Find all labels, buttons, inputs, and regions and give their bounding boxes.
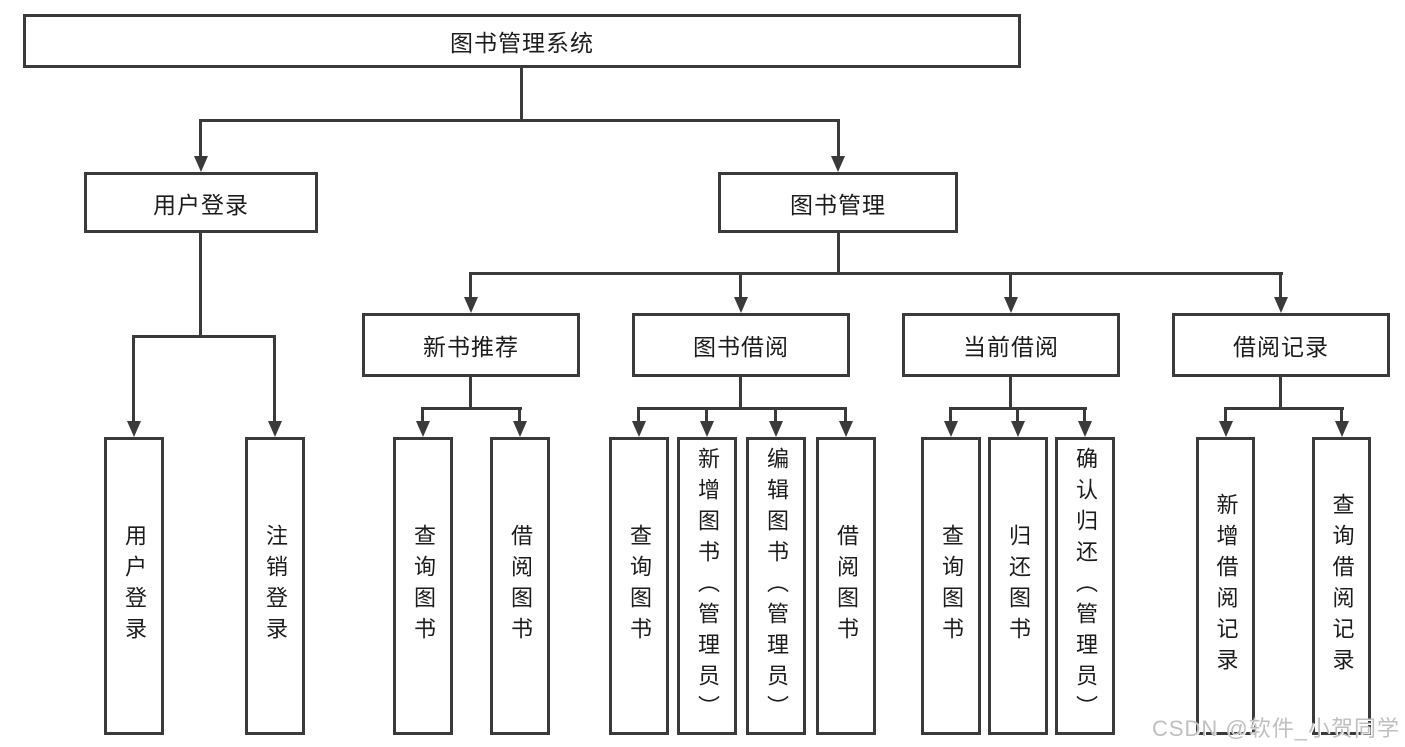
leaf-borrow-add-admin: 新增图书（管理员） bbox=[677, 437, 737, 735]
connector-to-bb-borrow bbox=[844, 407, 847, 423]
connector-nb-stem bbox=[469, 377, 472, 410]
connector-to-bb-add bbox=[705, 407, 708, 423]
connector-bb-stem bbox=[739, 377, 742, 410]
connector-cb-stem bbox=[1009, 377, 1012, 410]
leaf-newbook-query-label: 查询图书 bbox=[411, 524, 436, 648]
arrowhead-leaf-login-icon bbox=[127, 421, 141, 437]
connector-br-stem bbox=[1279, 377, 1282, 410]
connector-to-nb-query bbox=[421, 407, 424, 423]
arrowhead-bb-add-icon bbox=[700, 421, 714, 437]
connector-to-br-add bbox=[1224, 407, 1227, 423]
arrowhead-nb-query-icon bbox=[416, 421, 430, 437]
leaf-borrow-query-label: 查询图书 bbox=[627, 524, 652, 648]
node-borrowing-records: 借阅记录 bbox=[1172, 313, 1390, 377]
arrowhead-leaf-logout-icon bbox=[268, 421, 282, 437]
connector-to-br-query bbox=[1340, 407, 1343, 423]
arrowhead-bb-query-icon bbox=[632, 421, 646, 437]
csdn-watermark: CSDN @软件_小贺同学 bbox=[1151, 716, 1400, 741]
leaf-borrow-edit-admin-label: 编辑图书（管理员） bbox=[764, 446, 789, 726]
node-current-borrowing: 当前借阅 bbox=[902, 313, 1120, 377]
connector-to-records bbox=[1279, 272, 1282, 300]
leaf-logout: 注销登录 bbox=[245, 437, 305, 735]
leaf-borrow-book-label: 借阅图书 bbox=[834, 524, 859, 648]
connector-bm-branch bbox=[469, 272, 1283, 275]
node-book-management-label: 图书管理 bbox=[790, 191, 886, 218]
node-new-book-recommend: 新书推荐 bbox=[362, 313, 580, 377]
connector-root-branch bbox=[199, 119, 840, 122]
leaf-current-confirm-admin: 确认归还（管理员） bbox=[1055, 437, 1115, 735]
arrowhead-bb-edit-icon bbox=[769, 421, 783, 437]
connector-to-nb-borrow bbox=[518, 407, 521, 423]
leaf-current-confirm-admin-label: 确认归还（管理员） bbox=[1073, 446, 1098, 726]
node-book-borrowing: 图书借阅 bbox=[632, 313, 850, 377]
leaf-borrow-book: 借阅图书 bbox=[816, 437, 876, 735]
connector-to-new-book bbox=[469, 272, 472, 300]
arrowhead-user-login-icon bbox=[194, 156, 208, 172]
arrowhead-cb-return-icon bbox=[1011, 421, 1025, 437]
leaf-newbook-borrow-label: 借阅图书 bbox=[508, 524, 533, 648]
arrowhead-borrowing-icon bbox=[734, 297, 748, 313]
connector-ul-branch bbox=[132, 335, 276, 338]
leaf-current-query: 查询图书 bbox=[921, 437, 981, 735]
node-book-borrowing-label: 图书借阅 bbox=[693, 334, 789, 360]
connector-to-leaf-logout bbox=[273, 335, 276, 423]
leaf-current-query-label: 查询图书 bbox=[939, 524, 964, 648]
node-root-label: 图书管理系统 bbox=[450, 30, 594, 56]
leaf-borrow-edit-admin: 编辑图书（管理员） bbox=[746, 437, 806, 735]
connector-ul-stem bbox=[199, 233, 202, 338]
arrowhead-cb-confirm-icon bbox=[1078, 421, 1092, 437]
node-book-management: 图书管理 bbox=[718, 172, 958, 233]
connector-to-bb-query bbox=[637, 407, 640, 423]
leaf-user-login-label: 用户登录 bbox=[122, 524, 147, 648]
arrowhead-br-query-icon bbox=[1335, 421, 1349, 437]
connector-bb-branch bbox=[637, 407, 847, 410]
leaf-newbook-query: 查询图书 bbox=[393, 437, 453, 735]
leaf-current-return-label: 归还图书 bbox=[1006, 524, 1031, 648]
arrowhead-new-book-icon bbox=[464, 297, 478, 313]
leaf-record-add-label: 新增借阅记录 bbox=[1213, 493, 1239, 679]
leaf-borrow-query: 查询图书 bbox=[609, 437, 669, 735]
connector-br-branch bbox=[1224, 407, 1344, 410]
connector-to-borrowing bbox=[739, 272, 742, 300]
node-new-book-recommend-label: 新书推荐 bbox=[423, 334, 519, 360]
arrowhead-book-management-icon bbox=[831, 156, 845, 172]
connector-to-leaf-login bbox=[132, 335, 135, 423]
connector-to-cb-confirm bbox=[1083, 407, 1086, 423]
connector-to-cb-query bbox=[949, 407, 952, 423]
connector-nb-branch bbox=[421, 407, 522, 410]
connector-to-bb-edit bbox=[774, 407, 777, 423]
arrowhead-cb-query-icon bbox=[944, 421, 958, 437]
arrowhead-nb-borrow-icon bbox=[513, 421, 527, 437]
leaf-user-login: 用户登录 bbox=[104, 437, 164, 735]
connector-root-stem bbox=[520, 68, 523, 122]
node-current-borrowing-label: 当前借阅 bbox=[963, 334, 1059, 360]
node-user-login: 用户登录 bbox=[84, 172, 318, 233]
leaf-logout-label: 注销登录 bbox=[263, 524, 288, 648]
node-borrowing-records-label: 借阅记录 bbox=[1233, 334, 1329, 360]
connector-bm-stem bbox=[837, 233, 840, 275]
node-user-login-label: 用户登录 bbox=[153, 191, 249, 218]
leaf-current-return: 归还图书 bbox=[988, 437, 1048, 735]
arrowhead-br-add-icon bbox=[1219, 421, 1233, 437]
leaf-newbook-borrow: 借阅图书 bbox=[490, 437, 550, 735]
node-root: 图书管理系统 bbox=[23, 14, 1021, 68]
leaf-record-add: 新增借阅记录 bbox=[1196, 437, 1255, 735]
arrowhead-records-icon bbox=[1274, 297, 1288, 313]
leaf-record-query-label: 查询借阅记录 bbox=[1329, 493, 1355, 679]
arrowhead-current-icon bbox=[1004, 297, 1018, 313]
arrowhead-bb-borrow-icon bbox=[839, 421, 853, 437]
connector-to-cb-return bbox=[1016, 407, 1019, 423]
connector-to-current bbox=[1009, 272, 1012, 300]
connector-to-book-management bbox=[837, 119, 840, 159]
leaf-borrow-add-admin-label: 新增图书（管理员） bbox=[695, 446, 720, 726]
connector-to-user-login bbox=[199, 119, 202, 159]
leaf-record-query: 查询借阅记录 bbox=[1312, 437, 1371, 735]
